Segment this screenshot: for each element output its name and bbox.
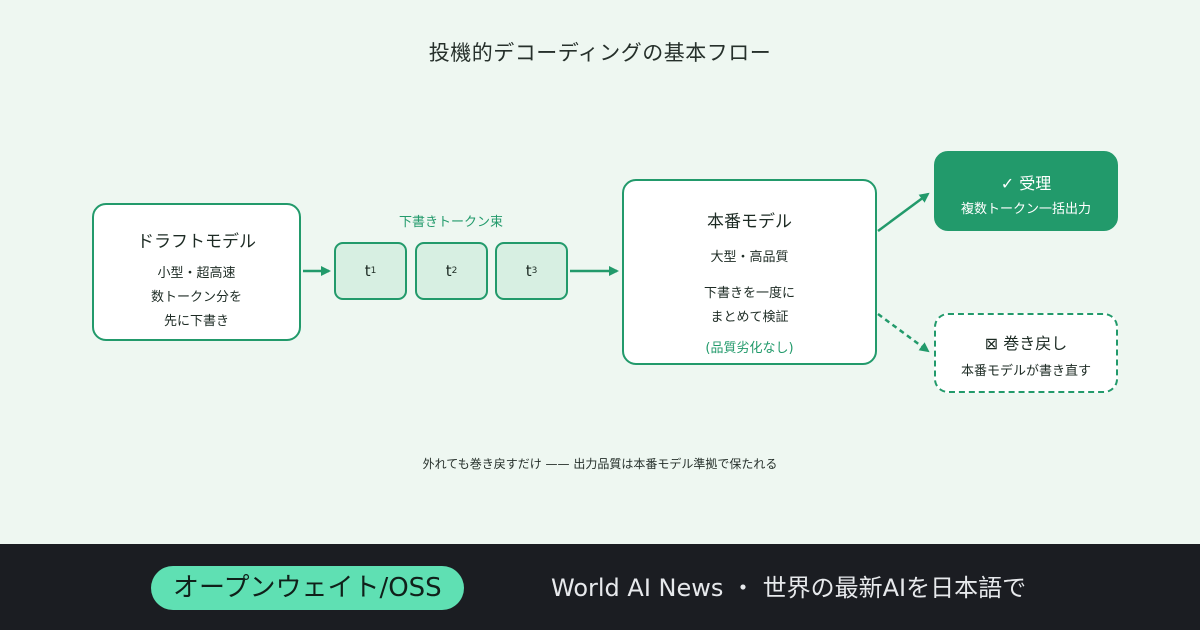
rollback-title: ⊠ 巻き戻し xyxy=(984,334,1068,353)
main-model-box: 本番モデル 大型・高品質 下書きを一度に まとめて検証 (品質劣化なし) xyxy=(622,179,877,365)
accept-line: 複数トークン一括出力 xyxy=(960,202,1091,217)
footer-note: 外れても巻き戻すだけ —— 出力品質は本番モデル準拠で保たれる xyxy=(422,457,778,471)
rollback-box: ⊠ 巻き戻し 本番モデルが書き直す xyxy=(934,313,1118,393)
bottom-bar: オープンウェイト/OSS World AI News ・ 世界の最新AIを日本語… xyxy=(0,544,1200,630)
accept-box: ✓ 受理 複数トークン一括出力 xyxy=(934,151,1118,231)
main-model-line: まとめて検証 xyxy=(710,310,789,325)
draft-model-line: 数トークン分を xyxy=(150,290,242,305)
draft-model-line: 先に下書き xyxy=(163,314,229,329)
rollback-line: 本番モデルが書き直す xyxy=(960,364,1091,379)
arrow-main-to-rollback xyxy=(877,312,930,353)
draft-model-line: 小型・超高速 xyxy=(157,266,236,281)
draft-model-box: ドラフトモデル 小型・超高速 数トークン分を 先に下書き xyxy=(92,203,301,341)
accept-title: ✓ 受理 xyxy=(1000,174,1052,193)
main-model-sub: 大型・高品質 xyxy=(710,250,789,265)
site-tagline: World AI News ・ 世界の最新AIを日本語で xyxy=(551,574,1027,602)
diagram-title: 投機的デコーディングの基本フロー xyxy=(428,41,772,65)
arrow-main-to-accept xyxy=(877,192,930,233)
main-model-note: (品質劣化なし) xyxy=(705,341,794,356)
draft-model-title: ドラフトモデル xyxy=(137,232,256,252)
main-model-title: 本番モデル xyxy=(707,212,792,232)
category-badge: オープンウェイト/OSS xyxy=(151,566,464,610)
token-bundle-label: 下書きトークン束 xyxy=(398,215,503,230)
main-model-line: 下書きを一度に xyxy=(703,286,795,301)
